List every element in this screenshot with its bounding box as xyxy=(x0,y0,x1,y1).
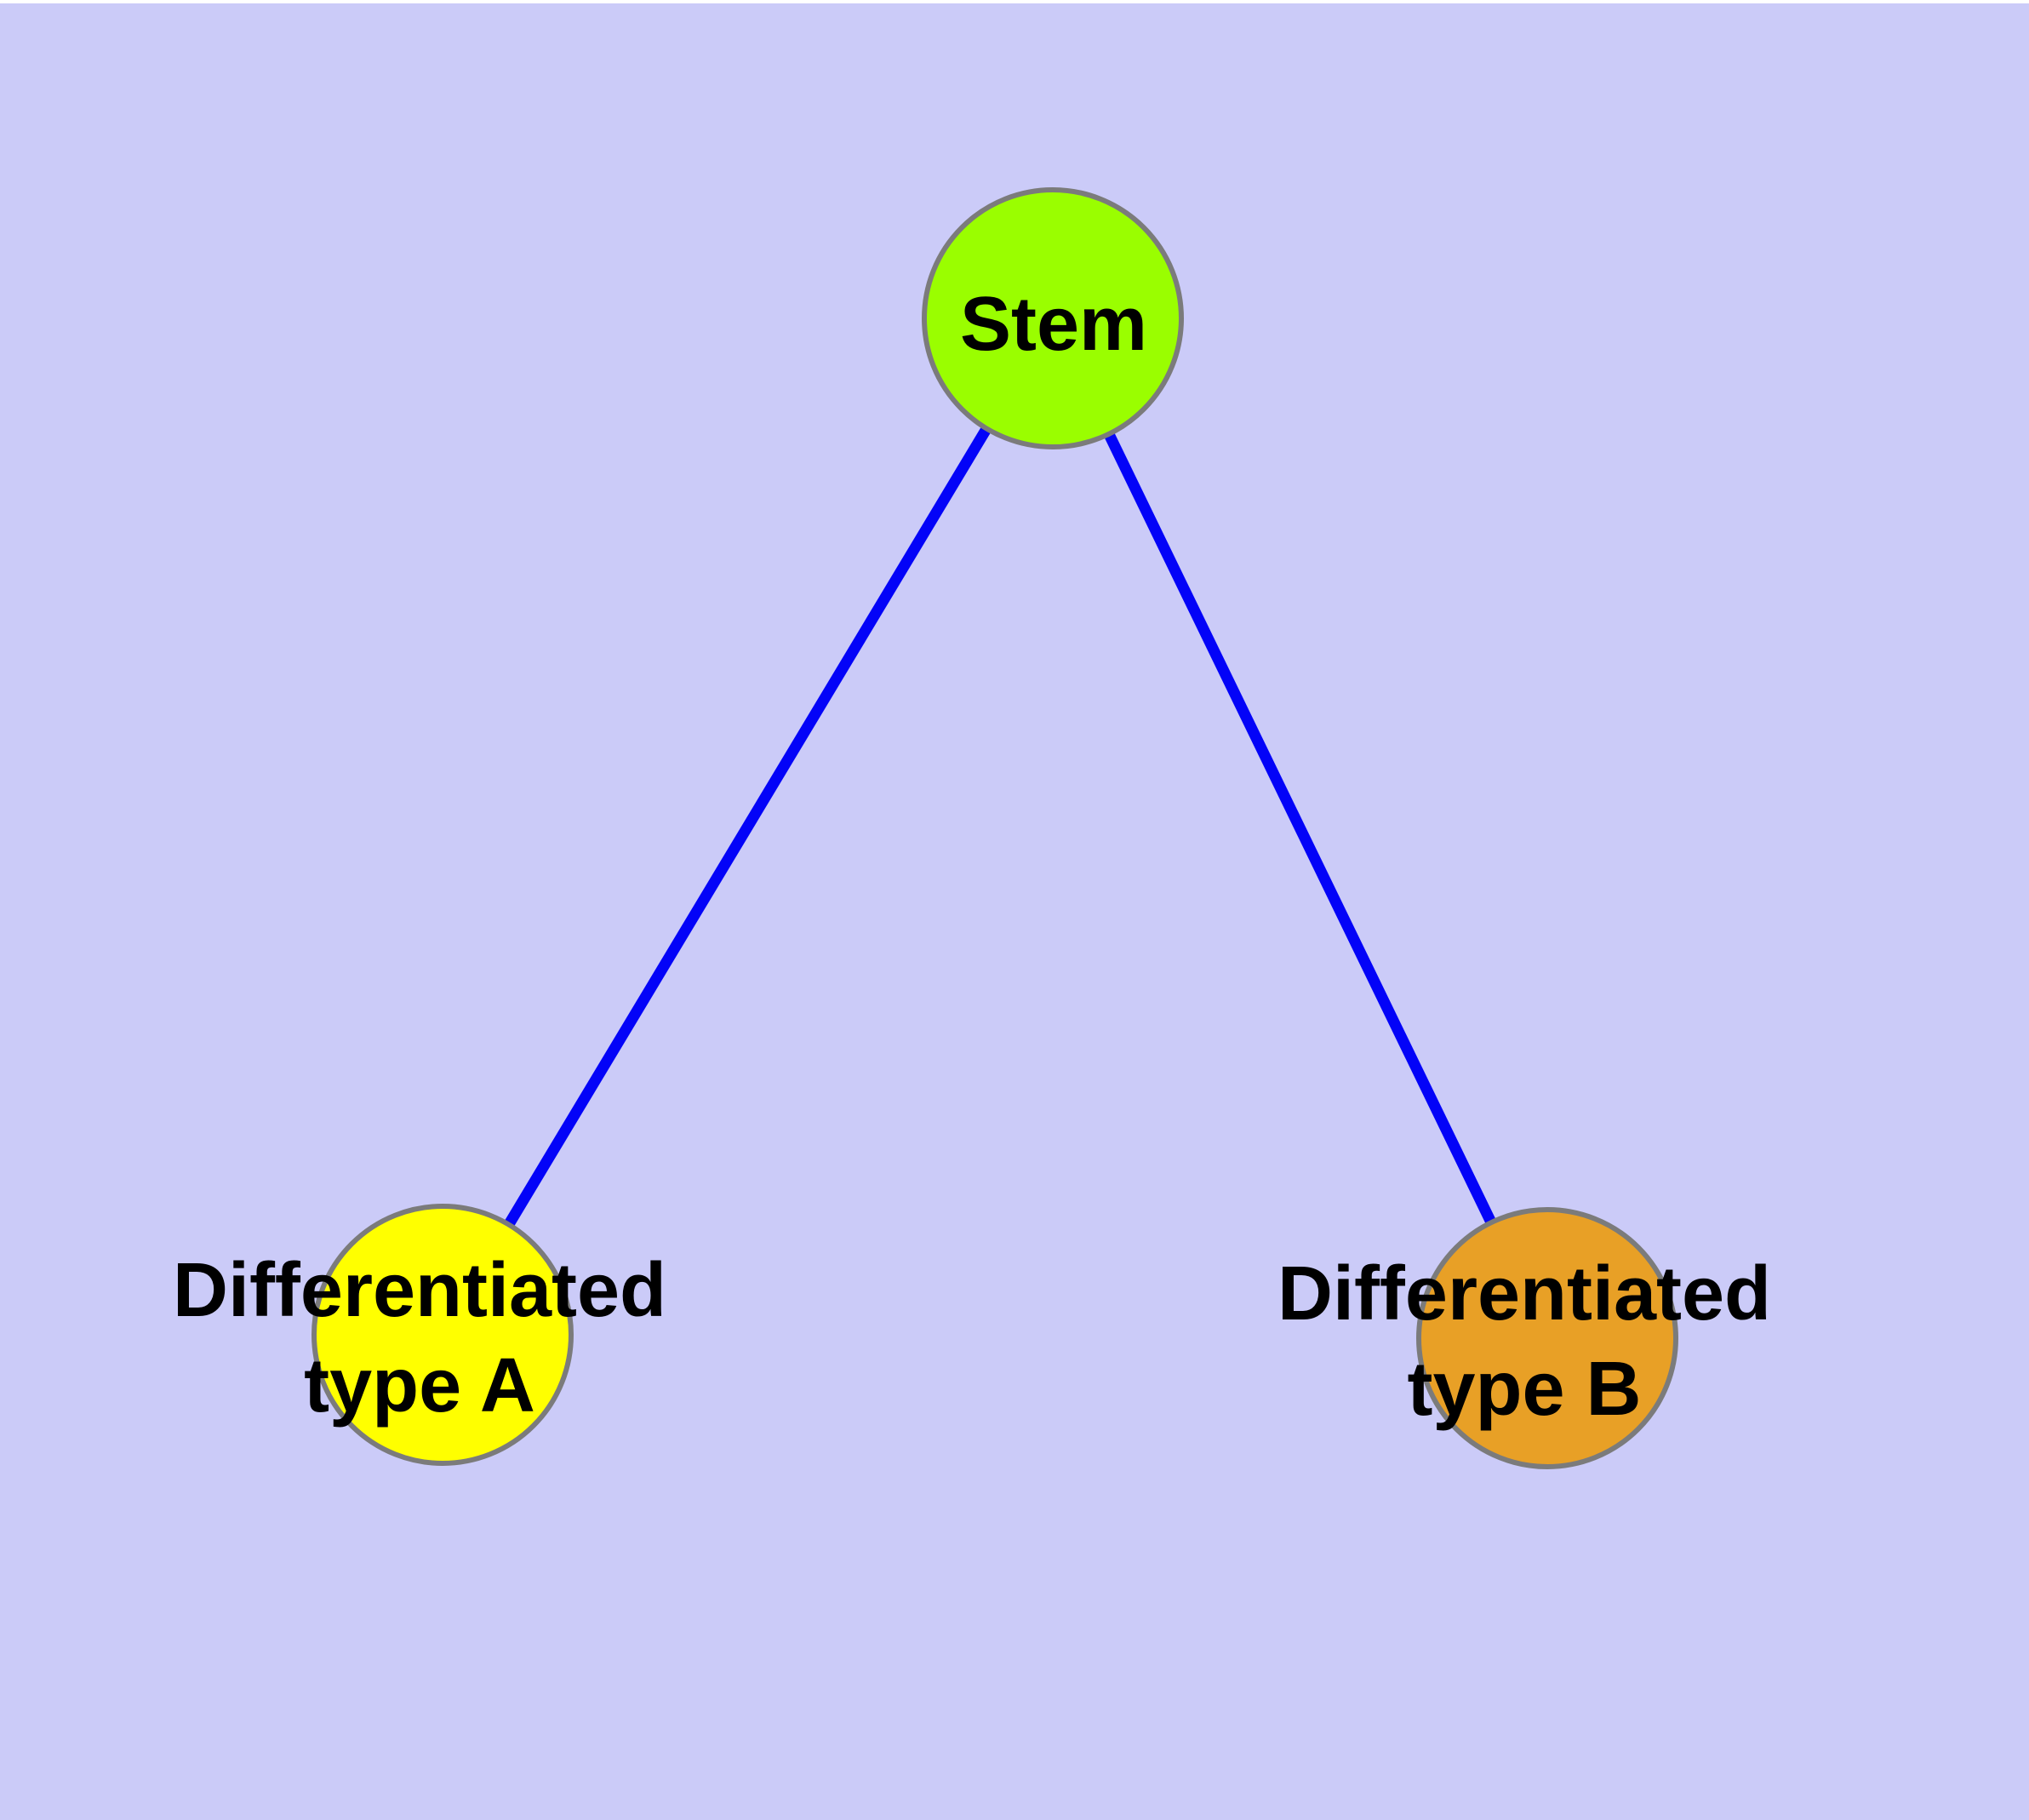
node-typeA-circle xyxy=(311,1204,574,1466)
node-typeA-label-line1: Differentiated xyxy=(173,1248,666,1333)
node-stem-circle xyxy=(922,187,1184,449)
edge-stem-to-typeA xyxy=(437,315,1058,1338)
node-typeB-circle xyxy=(1416,1207,1678,1469)
graph-svg: Stem Differentiated type A Differentiate… xyxy=(173,187,1771,1469)
node-typeB-label-line2: type B xyxy=(1407,1347,1641,1432)
edge-stem-to-typeB xyxy=(1048,316,1552,1341)
node-stem-label: Stem xyxy=(960,282,1147,367)
node-typeA-label-line2: type A xyxy=(304,1343,535,1428)
node-typeB-label-line1: Differentiated xyxy=(1277,1251,1771,1336)
